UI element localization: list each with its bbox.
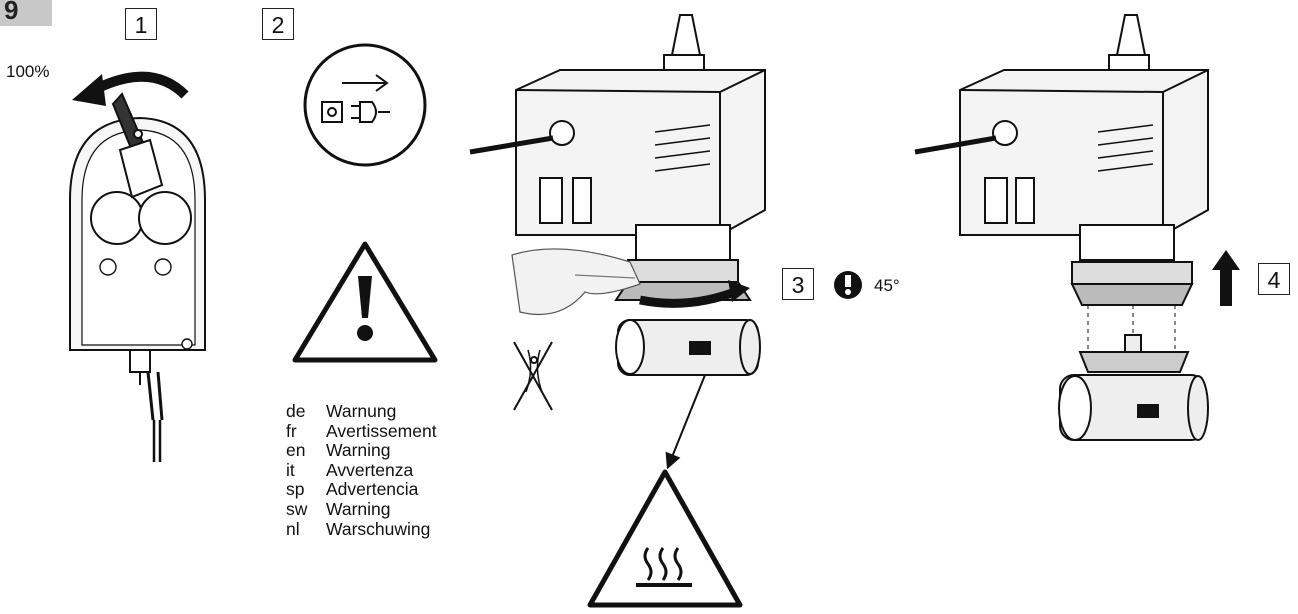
lang-code: nl — [286, 518, 300, 539]
hot-surface-icon — [587, 469, 743, 608]
actuator-body-right — [914, 14, 1209, 306]
step-1-label: 1 — [125, 8, 157, 40]
translation-row: nl Warschuwing — [286, 518, 437, 540]
step-2-label: 2 — [262, 8, 294, 40]
lang-word: Avvertenza — [326, 459, 414, 480]
lang-word: Warning — [326, 498, 391, 519]
actuator-body-left — [469, 14, 766, 301]
translation-row: sp Advertencia — [286, 480, 437, 500]
turn-arrow-head — [728, 280, 750, 302]
turn-arrow — [639, 285, 742, 308]
lang-code: en — [286, 440, 306, 461]
lang-code: de — [286, 401, 306, 421]
pointer-arrow — [665, 374, 706, 470]
lang-code: it — [286, 459, 295, 480]
arrow-up-icon — [1212, 250, 1240, 306]
figure-number: 9 — [0, 0, 52, 26]
translation-row: en Warning — [286, 441, 437, 461]
no-pliers-icon — [513, 341, 553, 411]
step-3-label: 3 — [782, 268, 814, 300]
percent-label: 100% — [6, 62, 50, 81]
lang-code: sw — [286, 498, 308, 519]
translation-row: de Warnung — [286, 401, 437, 422]
lang-code: sp — [286, 479, 305, 500]
translation-row: fr Avertissement — [286, 420, 437, 442]
lang-word: Warning — [326, 440, 391, 461]
alignment-lines — [1087, 305, 1176, 352]
translation-row: it Avvertenza — [286, 459, 437, 481]
angle-label: 45° — [874, 276, 900, 295]
caution-icon — [834, 271, 862, 299]
warning-icon — [292, 241, 438, 363]
valve-body-left — [615, 319, 761, 376]
manual-lever-icon — [111, 92, 164, 199]
rotate-arrow-head — [72, 74, 106, 106]
lang-code: fr — [286, 420, 297, 441]
step-4-label: 4 — [1258, 263, 1290, 295]
disconnect-power-icon — [303, 43, 427, 167]
actuator-front-view — [69, 116, 206, 462]
lang-word: Avertissement — [326, 420, 437, 441]
lang-word: Warschuwing — [326, 518, 431, 539]
hand — [511, 248, 641, 316]
translation-row: sw Warning — [286, 498, 437, 520]
lang-word: Warnung — [326, 401, 397, 421]
lang-word: Advertencia — [326, 479, 419, 500]
valve-body-right — [1058, 334, 1209, 441]
